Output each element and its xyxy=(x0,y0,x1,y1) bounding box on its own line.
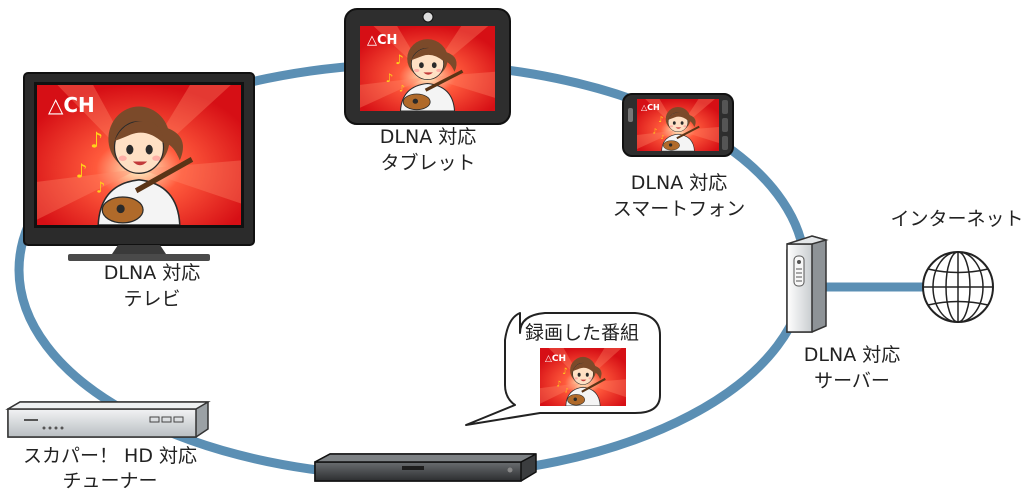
smartphone-channel-logo: △CH xyxy=(641,103,660,112)
tablet-label-line1: DLNA 対応 xyxy=(380,126,476,148)
internet-label: インターネット xyxy=(890,208,1023,230)
tv-label-line2: テレビ xyxy=(123,288,180,310)
globe-icon xyxy=(922,251,994,323)
smartphone-label-line2: スマートフォン xyxy=(613,198,745,220)
server-label-line1: DLNA 対応 xyxy=(804,344,900,366)
tablet-label-line2: タブレット xyxy=(380,151,475,174)
server-device xyxy=(786,235,829,333)
smartphone-label-line1: DLNA 対応 xyxy=(631,172,727,194)
tablet-device: △CH xyxy=(344,8,511,125)
tv-label-line1: DLNA 対応 xyxy=(104,262,200,284)
recorded-program-thumbnail: △CH xyxy=(540,348,626,406)
bubble-label: 録画した番組 xyxy=(525,322,639,344)
tuner-device xyxy=(5,401,211,438)
smartphone-device: △CH xyxy=(622,93,734,157)
tuner-label-line2: チューナー xyxy=(62,470,157,492)
tv-device: △CH xyxy=(23,72,255,261)
bubble-channel-logo: △CH xyxy=(545,354,566,364)
tv-channel-logo: △CH xyxy=(48,93,95,117)
server-label-line2: サーバー xyxy=(814,370,890,392)
tuner-label-line1: スカパー！ HD 対応 xyxy=(23,445,197,467)
tablet-channel-logo: △CH xyxy=(367,33,397,48)
recorder-device xyxy=(314,453,537,482)
